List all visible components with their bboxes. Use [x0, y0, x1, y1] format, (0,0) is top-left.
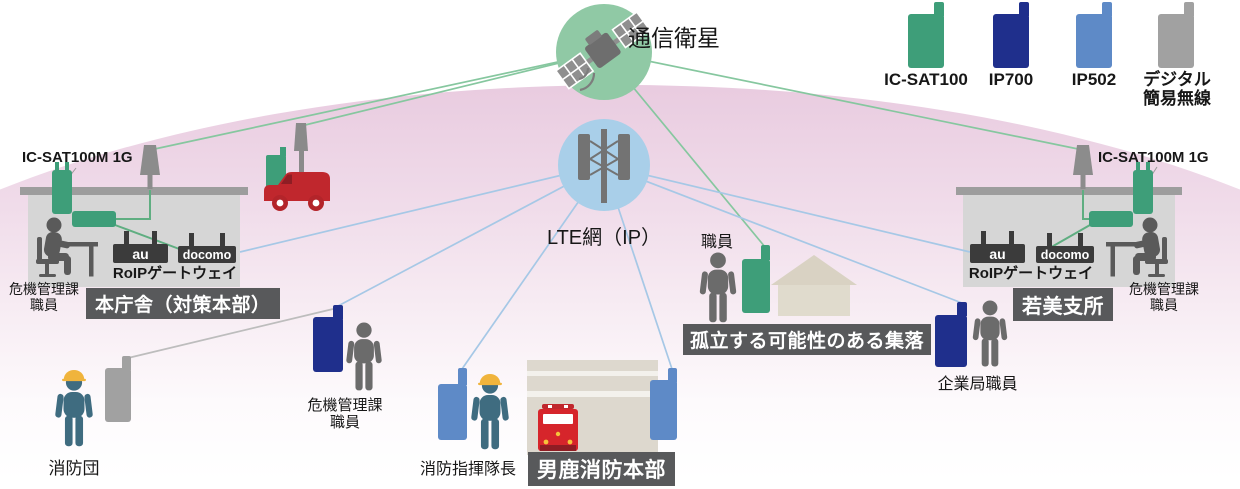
fire-brigade-radio-icon: [105, 356, 131, 422]
branch-rooftop-antenna-icon: [1072, 145, 1094, 189]
branch-gateway-wire: [1047, 224, 1091, 250]
village-house-icon: [771, 255, 857, 316]
branch-router-docomo: docomo: [1036, 233, 1094, 263]
village-badge: 孤立する可能性のある集落: [683, 324, 932, 355]
fire-chief-helmet-icon: [478, 373, 502, 386]
fire-hq-badge: 男鹿消防本部: [528, 452, 675, 486]
legend-label-ip700: IP700: [988, 70, 1034, 89]
link-satellite-to-branch: [603, 51, 1084, 151]
hq-icsat100m-unit-icon: [52, 162, 72, 214]
enterprise-label: 企業局職員: [937, 376, 1018, 393]
hq-antenna-wire: [116, 190, 151, 220]
branch-building-roof: [956, 187, 1182, 195]
lte-tower-icon: [558, 119, 650, 211]
fire-hq-stripe: [527, 391, 658, 397]
branch-badge: 若美支所: [1013, 288, 1113, 321]
legend-radio-icon-digital: [1158, 2, 1194, 68]
enterprise-radio-icon: [935, 302, 967, 367]
branch-icsat100m-unit-icon: [1133, 162, 1153, 214]
hq-staff-sitting-icon: [28, 216, 100, 280]
fire-brigade-helmet-icon: [62, 369, 86, 382]
hq-badge: 本庁舎（対策本部）: [86, 288, 280, 319]
command-vehicle-icon: [264, 123, 330, 211]
link-lte-to-field-staff: [337, 164, 605, 307]
branch-gateway-label: RoIPゲートウェイ: [968, 265, 1094, 282]
hq-device-label: IC-SAT100M 1G: [22, 149, 133, 166]
legend-radio-icon-ip700: [993, 2, 1029, 68]
fire-chief-radio-icon: [438, 368, 467, 440]
link-satellite-to-hq: [149, 51, 605, 151]
fire-hq-stripe: [527, 371, 658, 376]
branch-router-au: au: [970, 231, 1025, 263]
link-lte-to-enterprise: [603, 164, 963, 304]
fire-brigade-label: 消防団: [48, 459, 100, 478]
legend-label-digital: デジタル 簡易無線: [1143, 70, 1211, 108]
hq-gateway-label: RoIPゲートウェイ: [112, 265, 238, 282]
fire-truck-icon: [538, 404, 578, 451]
hq-router-docomo: docomo: [178, 233, 236, 263]
legend-label-ip502: IP502: [1071, 70, 1117, 89]
field-staff-radio-icon: [313, 305, 343, 372]
village-radio-icon: [742, 245, 770, 313]
hq-staff-label: 危機管理課 職員: [9, 281, 79, 313]
branch-device-label: IC-SAT100M 1G: [1098, 149, 1209, 166]
satellite-icon: [554, 4, 652, 100]
village-person-icon: [698, 252, 738, 326]
legend-radio-icon-icsat100: [908, 2, 944, 68]
branch-staff-label: 危機管理課 職員: [1129, 281, 1199, 313]
branch-staff-sitting-icon: [1104, 216, 1176, 280]
fire-chief-label: 消防指揮隊長: [419, 461, 516, 478]
hq-gateway-wire: [114, 224, 183, 251]
satellite-label: 通信衛星: [628, 25, 720, 51]
hq-icsat100m-modem-icon: [72, 211, 116, 227]
enterprise-person-icon: [970, 300, 1010, 370]
link-lte-to-hq-gateway: [239, 164, 605, 253]
fire-chief-person-icon: [470, 376, 510, 454]
hq-rooftop-antenna-icon: [139, 145, 161, 189]
link-lte-to-branch-gateway: [603, 164, 971, 253]
hq-building-roof: [20, 187, 248, 195]
field-staff-person-icon: [345, 322, 383, 394]
lte-label: LTE網（IP）: [546, 227, 662, 249]
legend-radio-icon-ip502: [1076, 2, 1112, 68]
branch-icsat100m-modem-icon: [1089, 211, 1133, 227]
fire-hq-radio-icon: [650, 368, 677, 440]
field-staff-label: 危機管理課 職員: [307, 397, 383, 431]
village-person-label: 職員: [700, 234, 733, 251]
link-brigade-to-field-staff: [127, 308, 334, 359]
legend-label-icsat100: IC-SAT100: [884, 70, 968, 89]
hq-router-au: au: [113, 231, 168, 263]
fire-brigade-person-icon: [54, 372, 94, 452]
link-satellite-to-vehicle: [300, 51, 605, 127]
branch-antenna-wire: [1082, 190, 1090, 220]
